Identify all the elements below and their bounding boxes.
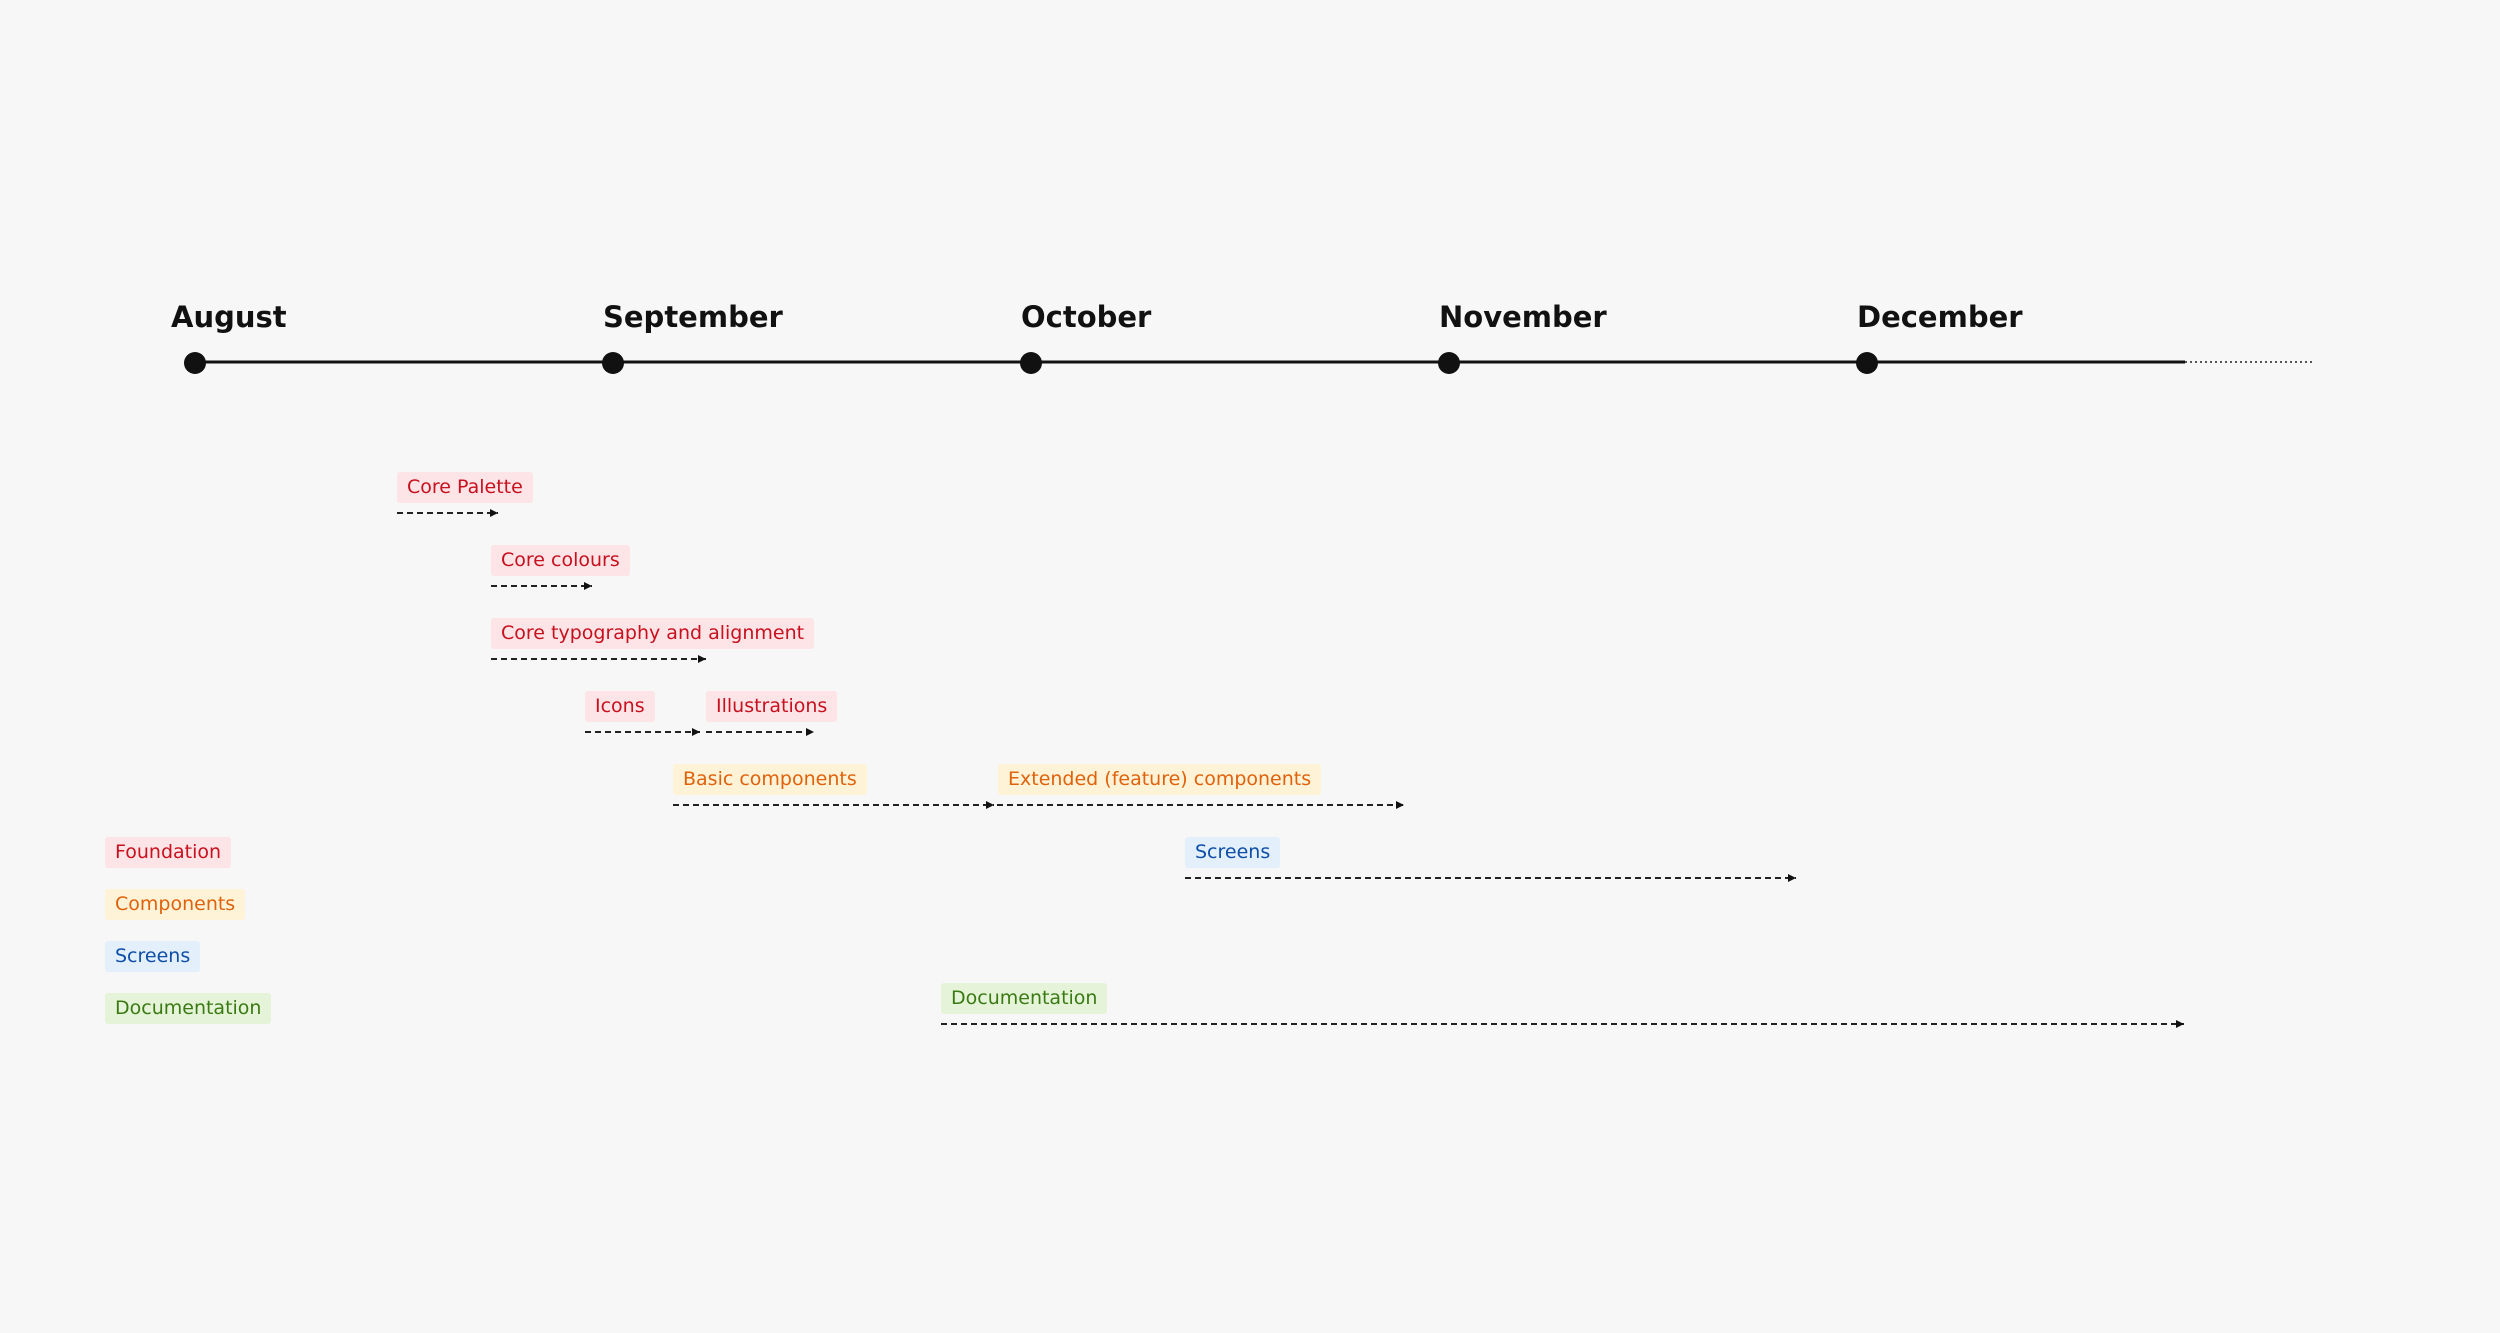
task-tag-core-palette: Core Palette: [397, 472, 533, 503]
milestone-dot-december: [1856, 352, 1878, 374]
task-tag-icons: Icons: [585, 691, 655, 722]
task-tag-basic-components: Basic components: [673, 764, 867, 795]
month-label-september: September: [603, 300, 783, 334]
task-tag-core-colours: Core colours: [491, 545, 630, 576]
task-tag-core-typography: Core typography and alignment: [491, 618, 815, 649]
month-label-november: November: [1439, 300, 1607, 334]
legend-item-components: Components: [105, 889, 246, 920]
legend-item-foundation: Foundation: [105, 837, 232, 868]
month-label-december: December: [1857, 300, 2023, 334]
milestone-dot-november: [1438, 352, 1460, 374]
legend-item-screens: Screens: [105, 941, 201, 972]
legend-item-documentation: Documentation: [105, 993, 272, 1024]
task-tag-documentation: Documentation: [941, 983, 1108, 1014]
task-tag-extended-components: Extended (feature) components: [998, 764, 1322, 795]
milestone-dot-september: [602, 352, 624, 374]
task-tag-screens: Screens: [1185, 837, 1281, 868]
milestone-dot-august: [184, 352, 206, 374]
month-label-august: August: [171, 300, 287, 334]
task-tag-illustrations: Illustrations: [706, 691, 838, 722]
month-label-october: October: [1021, 300, 1152, 334]
milestone-dot-october: [1020, 352, 1042, 374]
